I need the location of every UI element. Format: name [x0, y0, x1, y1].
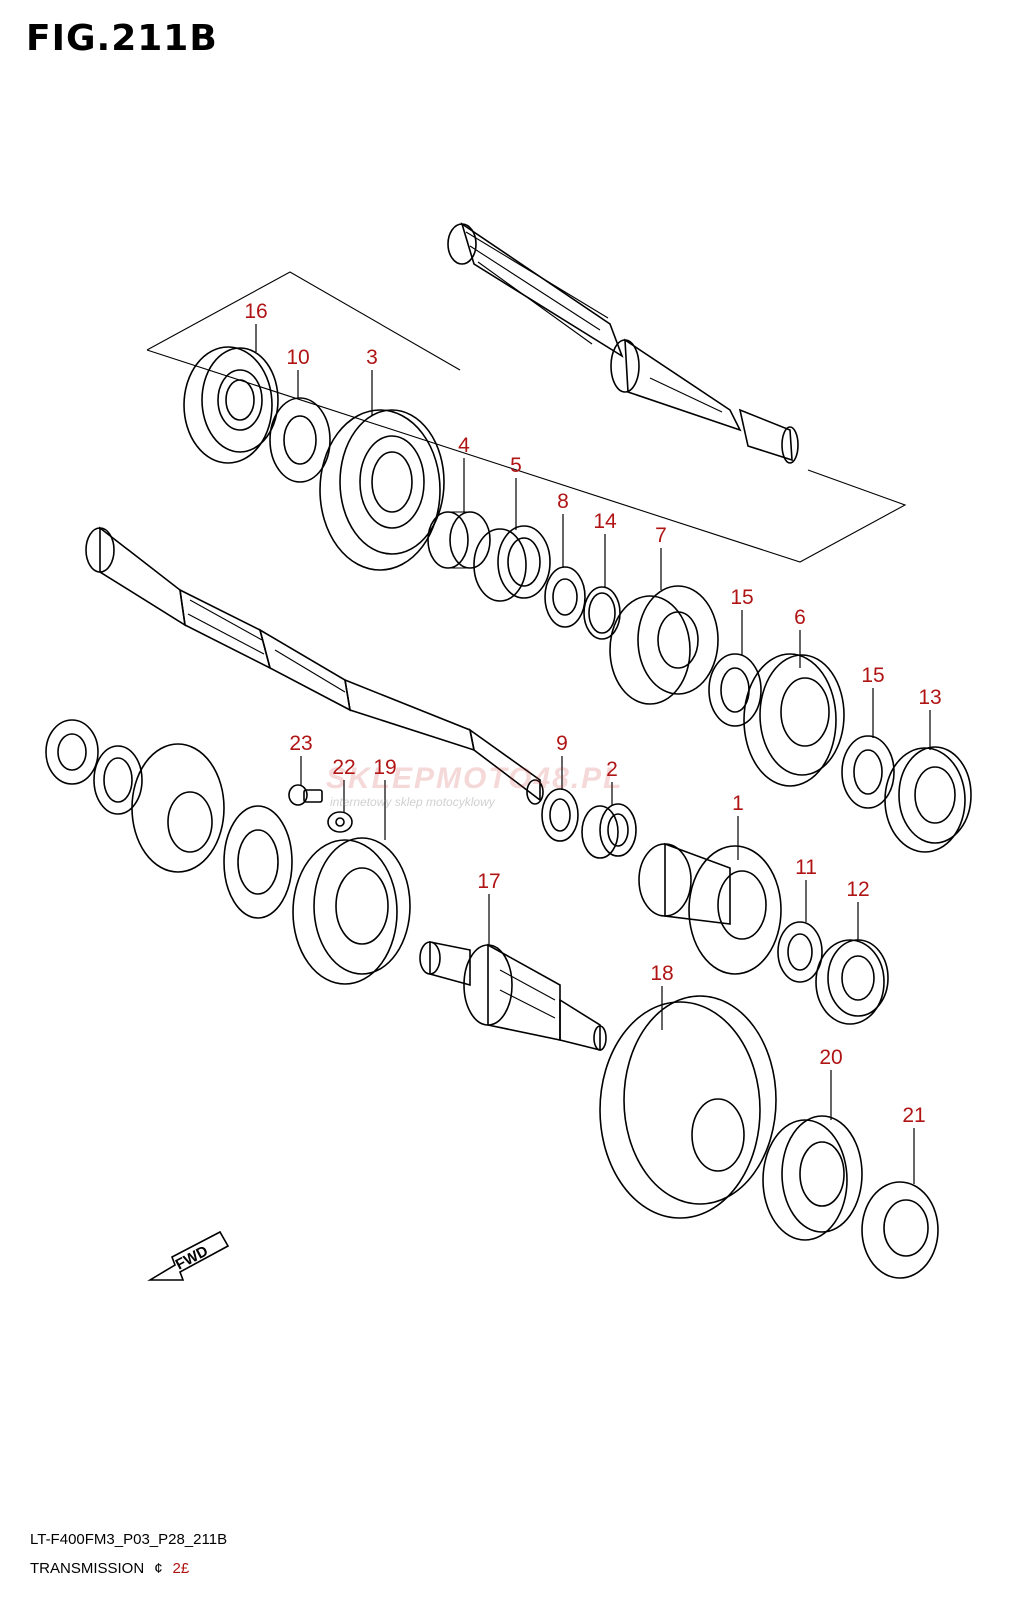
callout-18: 18	[650, 962, 673, 985]
diagram-code: LT-F400FM3_P03_P28_211B	[30, 1531, 228, 1548]
callout-23: 23	[289, 732, 312, 755]
section-suffix-symbol: ¢	[154, 1560, 163, 1577]
part-20-bearing	[762, 1115, 863, 1241]
part-12-bearing	[815, 939, 889, 1025]
part-7-shift-dog	[609, 585, 719, 705]
callout-7: 7	[655, 524, 667, 547]
middle-countershaft	[85, 526, 544, 805]
part-1-gear	[638, 842, 782, 975]
upper-shaft-box-outline	[146, 271, 907, 563]
part-19-bearing	[292, 837, 411, 985]
part-21-oil-seal	[861, 1181, 939, 1279]
large-washer	[223, 805, 293, 919]
figure-title: FIG.211B	[26, 18, 218, 59]
callout-19: 19	[373, 756, 396, 779]
watermark-subtitle: internetowy sklep motocyklowy	[330, 795, 495, 809]
forward-arrow-icon: FWD	[147, 1230, 230, 1281]
callout-15-b: 15	[861, 664, 884, 687]
callout-6: 6	[794, 606, 806, 629]
upper-splined-shaft	[447, 222, 799, 464]
callout-17: 17	[477, 870, 500, 893]
left-bevel-gear	[131, 743, 225, 873]
section-title-text: TRANSMISSION	[30, 1560, 145, 1577]
callout-10: 10	[286, 346, 309, 369]
callout-21: 21	[902, 1104, 925, 1127]
section-suffix-text: 2£	[172, 1560, 190, 1577]
callout-16: 16	[244, 300, 267, 323]
part-4-bushing	[427, 511, 491, 569]
callout-12: 12	[846, 878, 869, 901]
part-17-output-shaft	[419, 941, 607, 1052]
callout-20: 20	[819, 1046, 842, 1069]
callout-15-a: 15	[730, 586, 753, 609]
callout-13: 13	[918, 686, 941, 709]
callout-2: 2	[606, 758, 618, 781]
callout-9: 9	[556, 732, 568, 755]
callout-11: 11	[795, 856, 817, 879]
part-10-washer	[269, 397, 331, 483]
callout-5: 5	[510, 454, 522, 477]
part-18-driven-gear	[599, 995, 777, 1219]
part-23-bolt	[288, 784, 323, 806]
callout-14: 14	[593, 510, 617, 533]
part-9-washer	[541, 788, 579, 842]
watermark-logo: SKLEPMOTO48.PL	[326, 762, 624, 795]
diagram-section-title: TRANSMISSION ¢ 2£	[30, 1560, 199, 1577]
part-3-gear	[319, 409, 445, 571]
part-22-lock-plate	[327, 811, 353, 833]
left-washer	[93, 745, 143, 815]
callout-labels: 16 10 3 4 5 8 14 7 15 6 15 13 9 2 23 22 …	[244, 300, 941, 1127]
part-11-washer	[777, 921, 823, 983]
part-5-needle-bearing	[473, 525, 551, 602]
left-oil-seal	[45, 719, 99, 785]
callout-3: 3	[366, 346, 378, 369]
part-8-washer	[544, 566, 586, 628]
part-6-gear	[743, 653, 845, 787]
callout-22: 22	[332, 756, 355, 779]
leader-lines	[255, 324, 931, 1184]
part-15-washer-b	[841, 735, 895, 809]
callout-8: 8	[557, 490, 569, 513]
callout-4: 4	[458, 434, 470, 457]
callout-1: 1	[732, 792, 744, 815]
part-2-needle-bearing	[581, 803, 637, 859]
part-15-washer-a	[708, 653, 762, 727]
part-14-circlip	[583, 586, 621, 640]
part-16-bearing	[183, 346, 279, 464]
part-13-bearing	[884, 746, 972, 853]
